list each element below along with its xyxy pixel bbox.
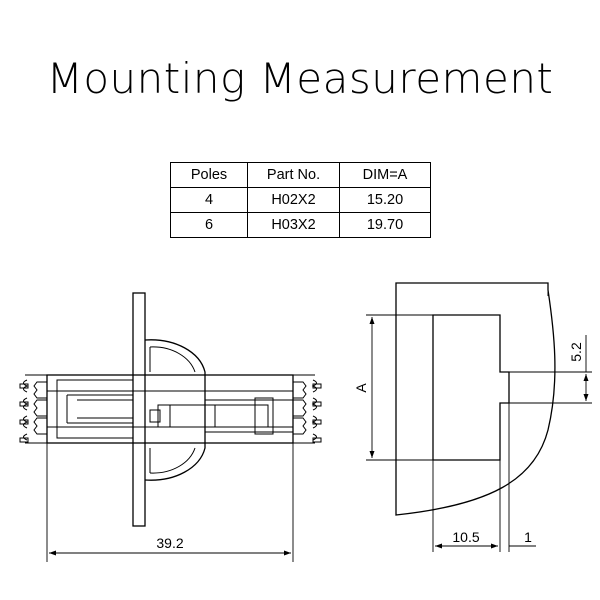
table-header-poles: Poles	[170, 162, 248, 188]
table-cell-dim-a: 19.70	[339, 212, 431, 238]
connector-side-view: 39.2	[19, 292, 322, 562]
page-title: Mounting Measurement	[46, 54, 554, 103]
right-terminal-wires	[293, 374, 315, 444]
table-row: 6 H03X2 19.70	[170, 212, 431, 238]
table-cell-part-no: H03X2	[247, 212, 340, 238]
panel-cutout-view: A 5.2 10.5 1	[353, 282, 592, 552]
latch-dome	[144, 339, 206, 481]
dimension-label-length: 39.2	[156, 535, 183, 551]
dimension-label-5-2: 5.2	[568, 342, 584, 362]
table-header-part-no: Part No.	[247, 162, 340, 188]
dimension-label-a: A	[353, 383, 369, 393]
dimension-label-10-5: 10.5	[452, 529, 479, 545]
connector-body	[46, 374, 294, 444]
table-header-dim-a: DIM=A	[339, 162, 431, 188]
left-terminal-wires	[25, 374, 47, 444]
dimension-table: Poles Part No. DIM=A 4 H02X2 15.20 6 H03…	[170, 162, 431, 238]
plug-core	[157, 404, 269, 428]
panel-cutout	[432, 314, 510, 461]
dimension-label-1: 1	[524, 529, 532, 545]
table-cell-poles: 6	[170, 212, 248, 238]
mounting-panel	[132, 292, 146, 527]
table-header-row: Poles Part No. DIM=A	[170, 162, 431, 188]
panel-outline	[395, 282, 556, 516]
